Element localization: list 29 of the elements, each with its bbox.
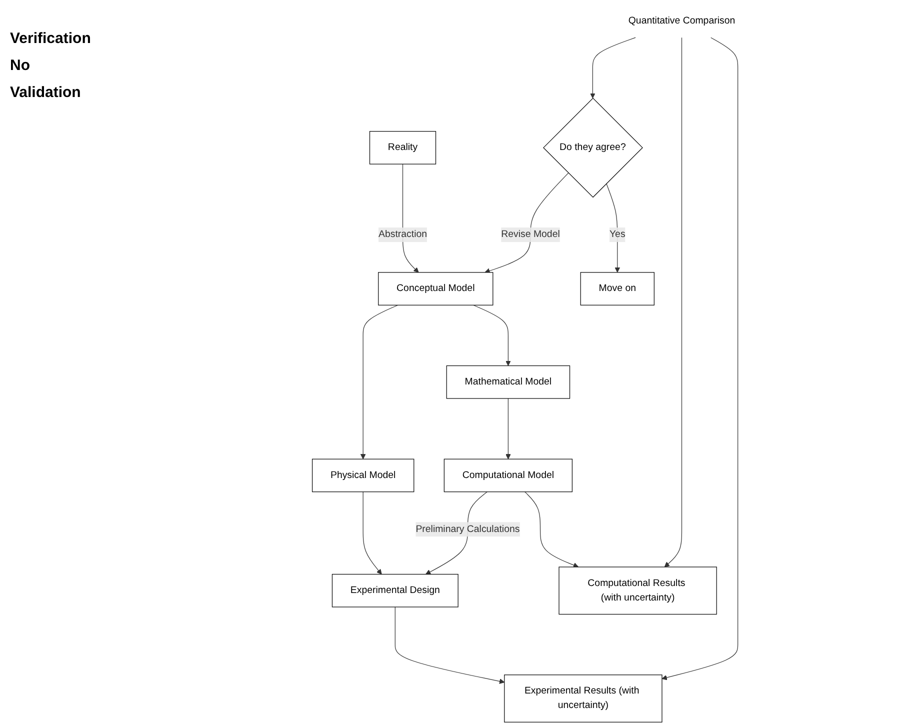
arrow — [394, 606, 504, 684]
node-box: Mathematical Model — [446, 365, 570, 399]
node-box: Experimental Results (with uncertainty) — [504, 674, 662, 722]
node-box: Conceptual Model — [378, 272, 493, 306]
arrow — [664, 37, 682, 568]
arrow — [606, 183, 620, 273]
edge-label: Abstraction — [378, 229, 427, 240]
edge-label: Yes — [609, 229, 626, 240]
node-box: Computational Model — [444, 458, 572, 492]
arrow — [524, 492, 578, 568]
arrow — [505, 398, 511, 460]
note-text: No — [10, 57, 31, 74]
arrow — [472, 304, 511, 366]
node-diamond: Do they agree? — [542, 98, 643, 198]
node-box: Move on — [580, 272, 654, 306]
node-text: Quantitative Comparison — [628, 16, 735, 26]
arrow — [362, 492, 382, 574]
arrow — [360, 304, 398, 460]
arrow — [590, 37, 636, 98]
node-box: Experimental Design — [332, 574, 458, 608]
node-box: Physical Model — [312, 458, 414, 492]
node-box: Computational Results (with uncertainty) — [558, 566, 717, 615]
edge-label: Preliminary Calculations — [415, 524, 520, 534]
note-text: Verification — [10, 30, 92, 47]
note-text: Validation — [10, 84, 82, 101]
arrow — [484, 172, 568, 274]
node-box: Reality — [369, 131, 436, 164]
arrow — [661, 37, 738, 680]
edge-label: Revise Model — [500, 229, 560, 240]
